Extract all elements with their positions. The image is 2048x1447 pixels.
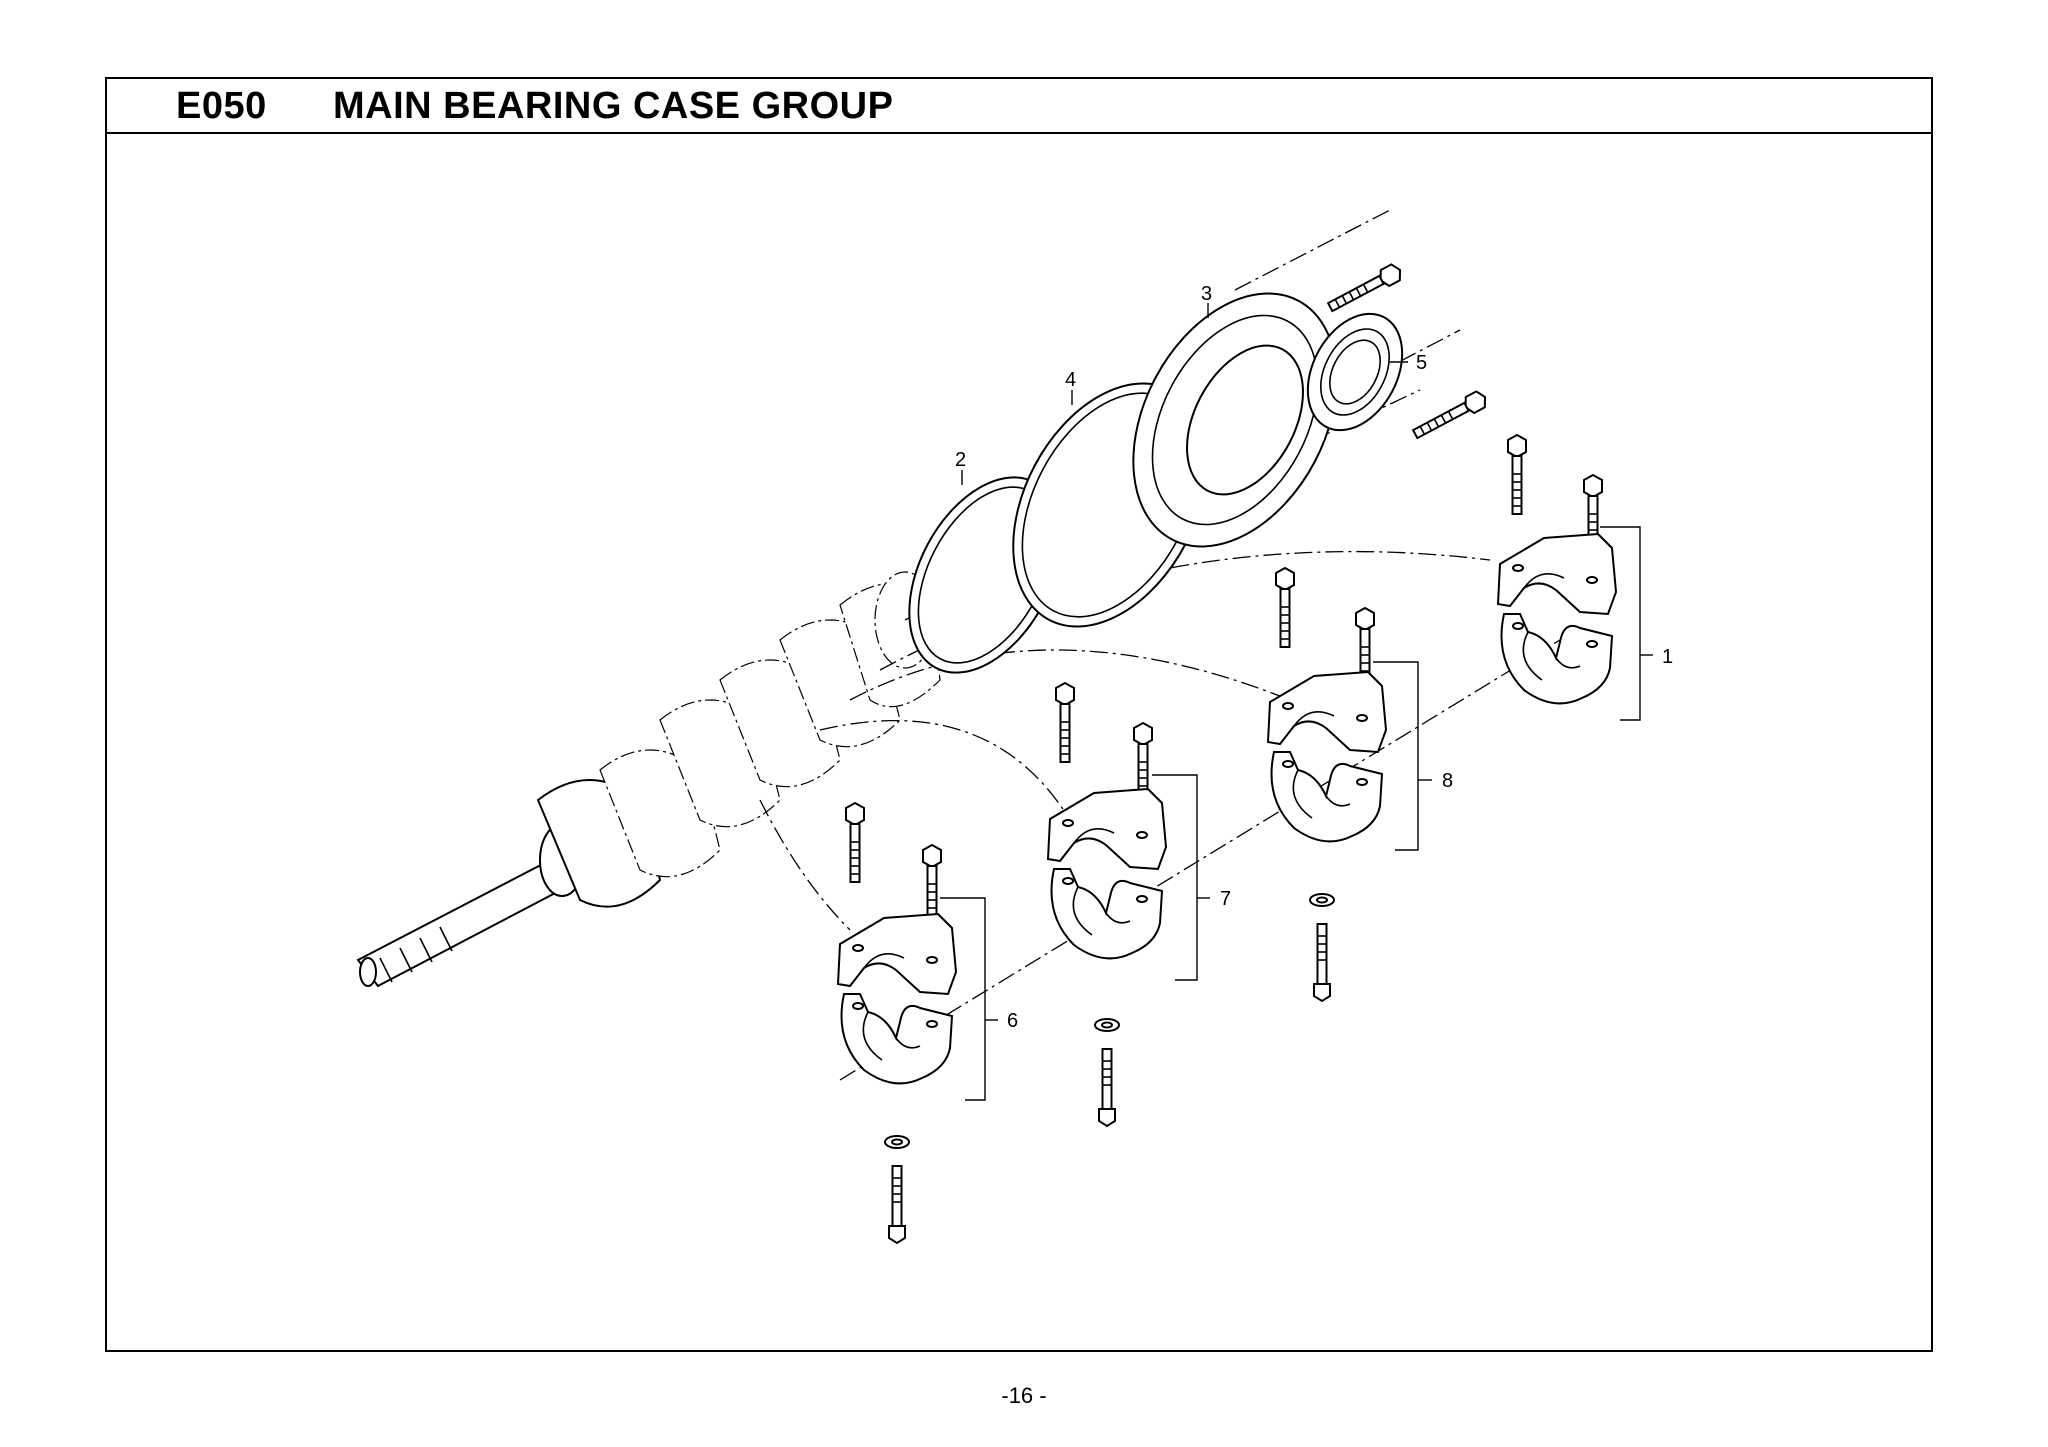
rear-case-bolt-upper — [1325, 261, 1406, 317]
page-number: -16 - — [1001, 1383, 1047, 1408]
callout-6: 6 — [1007, 1010, 1018, 1032]
header-bar: E050 MAIN BEARING CASE GROUP — [107, 79, 1931, 134]
part-oil-seal — [1306, 312, 1404, 432]
callout-5: 5 — [1416, 352, 1427, 374]
leader-lines — [940, 303, 1653, 1101]
bearing-case-7 — [1047, 682, 1167, 1127]
group-code: E050 — [176, 85, 267, 127]
diagram-frame: E050 MAIN BEARING CASE GROUP — [105, 77, 1933, 1352]
callout-2: 2 — [955, 449, 966, 471]
bearing-case-1 — [1497, 434, 1617, 705]
callout-1: 1 — [1662, 646, 1673, 668]
callout-4: 4 — [1065, 369, 1076, 391]
bearing-case-6 — [837, 802, 957, 1244]
callout-7: 7 — [1220, 888, 1231, 910]
callout-8: 8 — [1442, 770, 1453, 792]
crankshaft — [356, 571, 941, 988]
rear-case-bolt-lower — [1410, 388, 1491, 444]
part-rear-bearing-case — [1132, 292, 1338, 548]
page-title: MAIN BEARING CASE GROUP — [333, 85, 894, 127]
bearing-case-8 — [1267, 567, 1387, 1002]
callout-3: 3 — [1201, 283, 1212, 305]
